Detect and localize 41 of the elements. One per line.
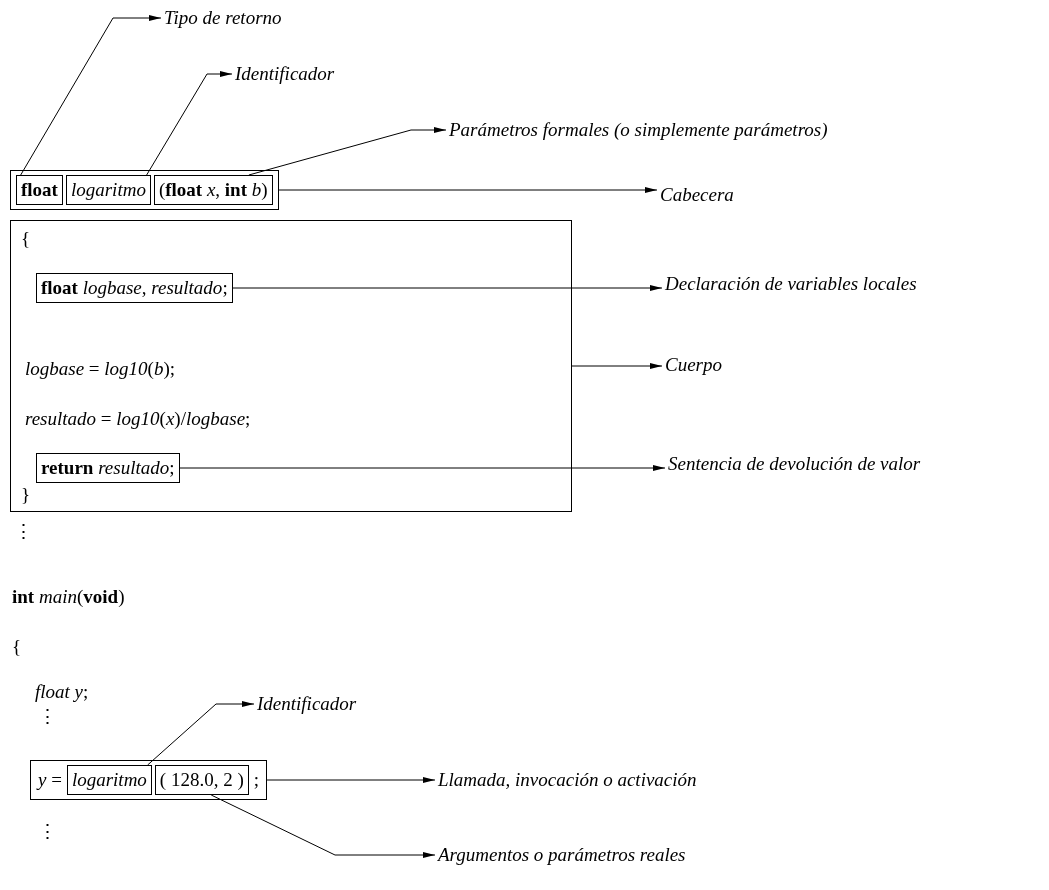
- code-text: ⋮: [38, 820, 57, 844]
- header-box: [10, 170, 279, 210]
- annotation-text: Cabecera: [658, 183, 736, 207]
- code-text: int main(void): [12, 585, 125, 609]
- code-box: logaritmo: [65, 175, 151, 205]
- code-text: y =: [36, 768, 63, 792]
- annotation-text: Llamada, invocación o activación: [436, 768, 699, 792]
- code-box: (float x, int b): [153, 175, 273, 205]
- annotation-text: Parámetros formales (o simplemente parámetros): [447, 118, 830, 142]
- leader-arrow: [248, 127, 447, 176]
- annotation-text: Declaración de variables locales: [663, 272, 919, 296]
- code-box: ( 128.0, 2 ): [154, 765, 249, 795]
- body-box: [10, 220, 572, 512]
- leader-arrow: [210, 794, 436, 858]
- leader-arrow: [146, 71, 233, 176]
- code-box: logaritmo: [66, 765, 152, 795]
- code-line: {: [21, 227, 31, 251]
- annotation-text: Identificador: [233, 62, 337, 86]
- code-text: ;: [252, 768, 261, 792]
- code-text: float y;: [35, 680, 89, 704]
- call-statement-box: [30, 760, 268, 800]
- annotation-text: Tipo de retorno: [162, 6, 284, 30]
- leader-arrow: [278, 187, 658, 193]
- leader-arrow: [266, 777, 436, 783]
- leader-arrow: [571, 363, 663, 369]
- annotation-text: Argumentos o parámetros reales: [436, 843, 688, 867]
- code-text: ⋮: [14, 520, 33, 544]
- code-text: ⋮: [38, 705, 57, 729]
- annotation-text: Cuerpo: [663, 353, 724, 377]
- annotation-text: Identificador: [255, 692, 359, 716]
- code-line: }: [21, 483, 31, 507]
- code-line: resultado = log10(x)/logbase;: [25, 407, 251, 431]
- code-text: {: [12, 635, 22, 659]
- code-box: float logbase, resultado;: [36, 273, 233, 303]
- code-box: float: [16, 175, 63, 205]
- code-line: logbase = log10(b);: [25, 357, 176, 381]
- code-box: return resultado;: [36, 453, 180, 483]
- leader-arrow: [147, 701, 255, 766]
- leader-arrow: [232, 285, 663, 291]
- leader-arrow: [179, 465, 666, 471]
- annotation-text: Sentencia de devolución de valor: [666, 452, 923, 476]
